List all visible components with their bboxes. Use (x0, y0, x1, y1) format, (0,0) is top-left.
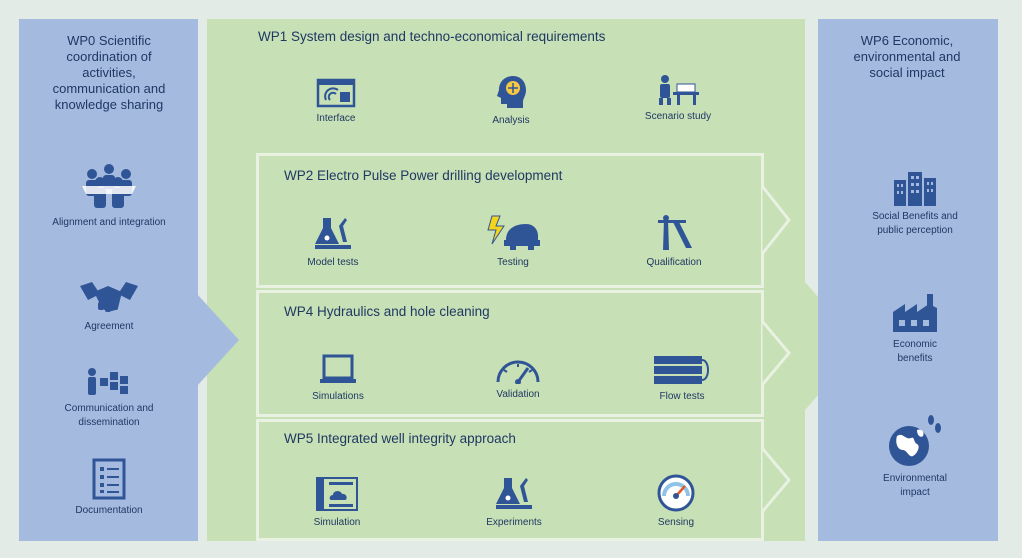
wp1-item-scenario: Scenario study (613, 74, 743, 124)
wp5-title: WP5 Integrated well integrity approach (284, 431, 516, 446)
wp6-item-economic: Economic benefits (850, 292, 980, 366)
wp6-label-economic: Economic benefits (893, 339, 937, 364)
wp6-label-environmental: Environmental impact (883, 473, 947, 498)
lab-flask-icon (315, 218, 351, 249)
wp4-label-flow-tests: Flow tests (659, 391, 705, 402)
wp4-item-simulations: Simulations (273, 354, 403, 404)
wp0-label-communication: Communication and dissemination (64, 403, 154, 428)
factory-icon (893, 294, 937, 332)
desk-worker-icon (659, 75, 699, 105)
wp5-chevron (761, 444, 791, 516)
wp2-item-model-tests: Model tests (268, 214, 398, 270)
wp4-box (256, 290, 791, 417)
drafting-compass-icon (658, 215, 692, 250)
wp2-item-qualification: Qualification (609, 214, 739, 270)
wp1-title: WP1 System design and techno-economical … (258, 29, 606, 44)
buildings-icon (894, 172, 936, 206)
wp4-label-validation: Validation (496, 389, 540, 400)
wp5-item-sensing: Sensing (611, 474, 741, 530)
wp0-item-agreement: Agreement (44, 280, 174, 334)
team-icon (82, 164, 136, 208)
interface-icon (316, 78, 356, 108)
brain-head-icon (497, 76, 526, 108)
wp5-item-experiments: Experiments (449, 474, 579, 530)
wp6-title: WP6 Economic, environmental and social i… (853, 33, 961, 80)
wp0-arrow (197, 294, 239, 386)
wp0-title: WP0 Scientific coordination of activitie… (52, 33, 166, 112)
wp5-label-sensing: Sensing (657, 517, 695, 528)
film-cloud-icon (316, 477, 358, 511)
wp1-item-interface: Interface (271, 78, 401, 126)
wp2-chevron (761, 182, 791, 258)
wp2-label-qualification: Qualification (646, 257, 702, 268)
lab-flask-icon (496, 478, 532, 509)
wp1-label-interface: Interface (316, 113, 356, 124)
wp4-item-validation: Validation (453, 356, 583, 402)
handshake-icon (80, 282, 138, 312)
speedometer-icon (657, 474, 695, 512)
wp4-title: WP4 Hydraulics and hole cleaning (284, 304, 490, 319)
wp6-item-social: Social Benefits and public perception (850, 170, 980, 238)
wp2-item-testing: Testing (448, 214, 578, 270)
globe-footprints-icon (889, 415, 941, 466)
lightning-drill-icon (487, 215, 540, 250)
presentation-icon (88, 368, 128, 395)
wp2-title: WP2 Electro Pulse Power drilling develop… (284, 168, 563, 183)
wp1-item-analysis: Analysis (446, 74, 576, 128)
wp6-label-social: Social Benefits and public perception (872, 211, 958, 236)
wp0-panel (19, 19, 198, 541)
checklist-icon (92, 458, 126, 500)
wp5-item-simulation: Simulation (272, 476, 402, 530)
gauge-icon (496, 360, 540, 384)
wp1-label-analysis: Analysis (492, 115, 530, 126)
wp4-label-simulations: Simulations (312, 391, 364, 402)
wp0-label-agreement: Agreement (84, 321, 134, 332)
wp4-chevron (761, 317, 791, 389)
wp6-item-environmental: Environmental impact (850, 412, 980, 500)
wp2-label-model-tests: Model tests (307, 257, 359, 268)
wp0-label-documentation: Documentation (75, 505, 143, 516)
wp2-label-testing: Testing (497, 257, 529, 268)
wp0-item-documentation: Documentation (44, 458, 174, 518)
wp0-item-communication: Communication and dissemination (44, 366, 174, 430)
wp5-label-experiments: Experiments (486, 517, 542, 528)
wp1-label-scenario: Scenario study (644, 111, 712, 122)
laptop-icon (320, 354, 356, 383)
pipes-icon (654, 356, 709, 384)
wp0-label-alignment: Alignment and integration (52, 217, 166, 228)
wp5-label-simulation: Simulation (313, 517, 361, 528)
wp0-item-alignment: Alignment and integration (44, 160, 174, 230)
wp4-item-flow-tests: Flow tests (617, 354, 747, 404)
